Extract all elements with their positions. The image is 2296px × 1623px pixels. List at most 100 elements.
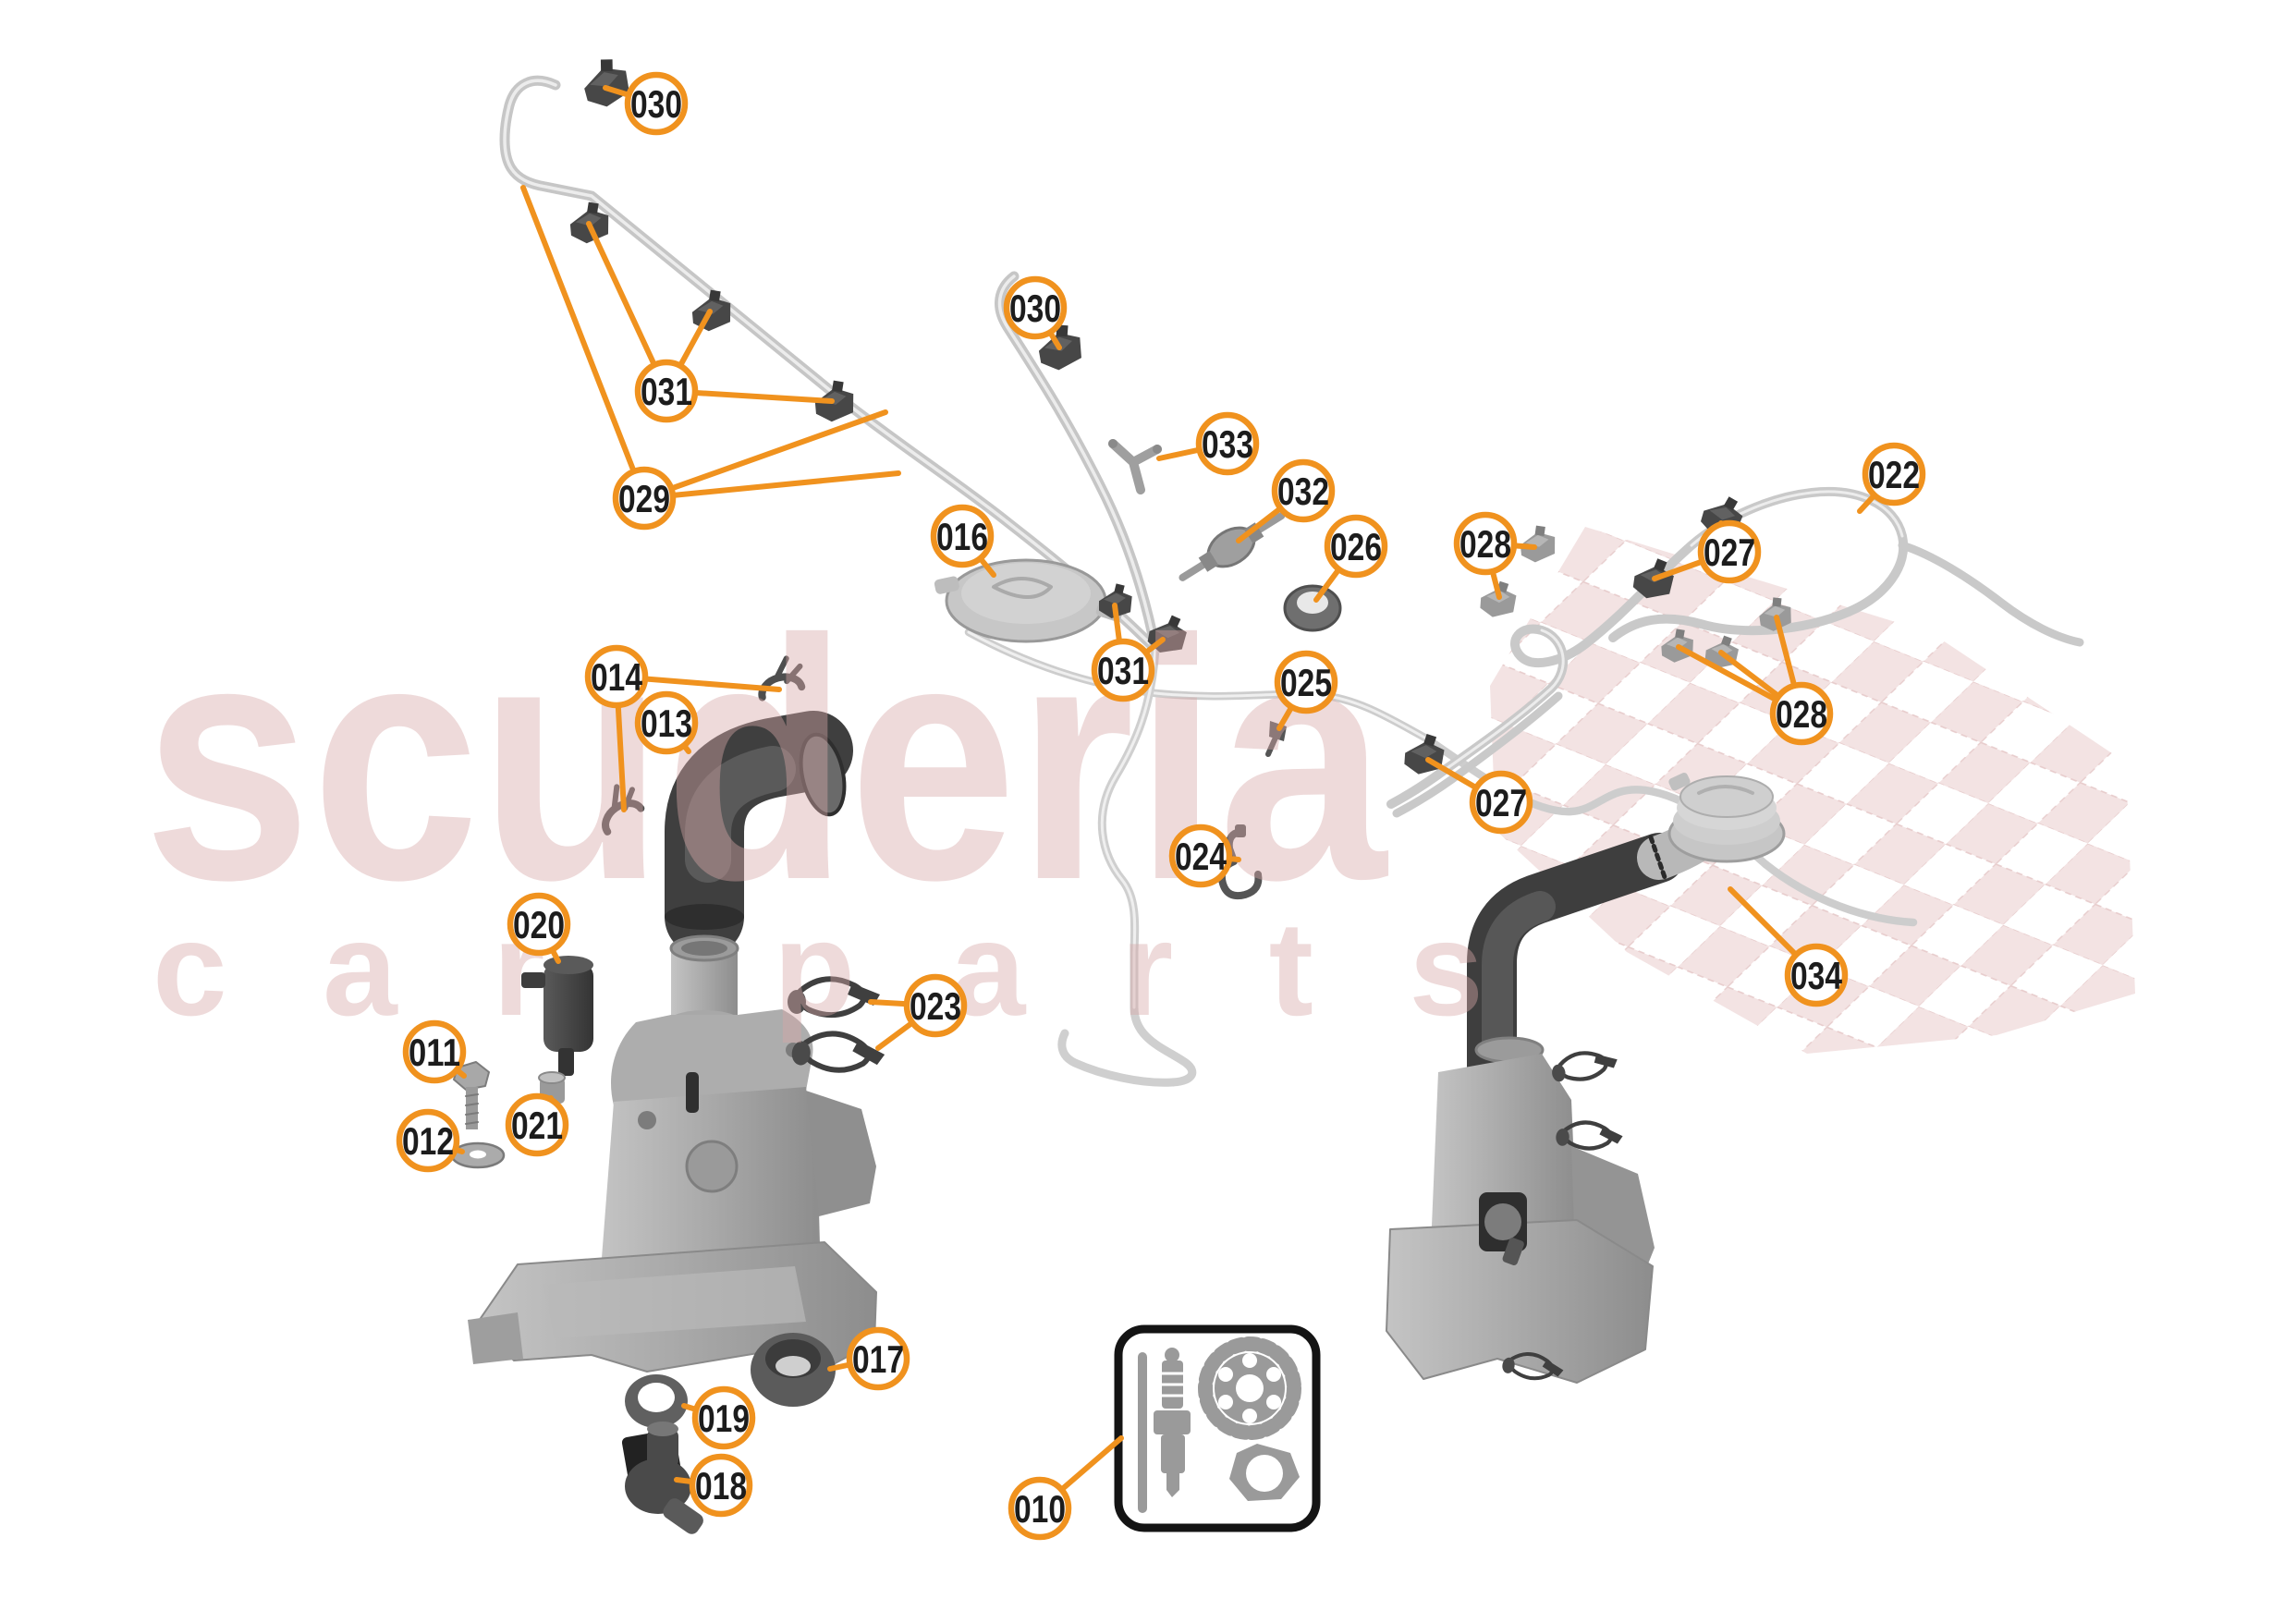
hex-nut-icon bbox=[1229, 1444, 1300, 1501]
callout-011-mounting-bolt[interactable]: 011 bbox=[402, 1019, 467, 1084]
callout-013-filler-elbow-hose[interactable]: 013 bbox=[634, 690, 699, 755]
washer-hose-branch bbox=[995, 271, 1161, 654]
pump-grommet bbox=[751, 1333, 836, 1407]
callout-circle[interactable] bbox=[634, 690, 699, 755]
callout-label: 010 bbox=[1014, 1487, 1066, 1531]
callout-label: 017 bbox=[852, 1337, 904, 1381]
left-reservoir bbox=[468, 934, 877, 1373]
callout-010-fitting-parts-kit[interactable]: 010 bbox=[1008, 1476, 1072, 1541]
callout-025-mini-clip[interactable]: 025 bbox=[1274, 650, 1338, 714]
callout-label: 022 bbox=[1868, 453, 1920, 496]
callout-label: 030 bbox=[630, 82, 682, 126]
gear-icon bbox=[1198, 1336, 1301, 1440]
callout-circle[interactable] bbox=[396, 1108, 460, 1173]
callout-label: 032 bbox=[1277, 470, 1329, 513]
washer-hose-loop bbox=[1386, 487, 2084, 818]
callout-023-cable-tie[interactable]: 023 bbox=[903, 973, 968, 1038]
callout-label: 013 bbox=[641, 702, 692, 745]
checkered-flag-watermark bbox=[1490, 527, 2135, 1054]
callout-017-pump-grommet[interactable]: 017 bbox=[846, 1326, 910, 1391]
reservoir-cap bbox=[934, 558, 1124, 643]
callout-label: 011 bbox=[409, 1031, 460, 1074]
callout-024-hook-clip[interactable]: 024 bbox=[1168, 824, 1233, 888]
watermark-line2: car parts bbox=[153, 894, 1484, 1043]
callout-circle[interactable] bbox=[1324, 514, 1388, 579]
callout-label: 026 bbox=[1330, 525, 1382, 568]
callout-circle[interactable] bbox=[1091, 638, 1155, 702]
callout-circle[interactable] bbox=[1862, 442, 1926, 506]
callout-012-washer[interactable]: 012 bbox=[396, 1108, 460, 1173]
mounting-bolt bbox=[453, 1061, 490, 1129]
callout-circle[interactable] bbox=[1469, 770, 1533, 835]
filler-elbow-hose bbox=[665, 711, 853, 957]
drain-connector bbox=[621, 1422, 703, 1534]
callout-014-hose-clamp[interactable]: 014 bbox=[584, 644, 649, 709]
callout-027-bracket-clip[interactable]: 027 bbox=[1469, 770, 1533, 835]
callout-circle[interactable] bbox=[903, 973, 968, 1038]
callout-circle[interactable] bbox=[846, 1326, 910, 1391]
callout-label: 025 bbox=[1280, 661, 1332, 704]
callout-label: 034 bbox=[1790, 954, 1843, 997]
callout-020-washer-pump[interactable]: 020 bbox=[507, 892, 571, 957]
callout-028-pipe-clip[interactable]: 028 bbox=[1453, 511, 1518, 576]
callout-030-retaining-clip[interactable]: 030 bbox=[1003, 275, 1068, 340]
callout-019-sealing-ring[interactable]: 019 bbox=[691, 1385, 756, 1450]
callout-circle[interactable] bbox=[507, 892, 571, 957]
callout-016-reservoir-cap[interactable]: 016 bbox=[930, 504, 995, 568]
callout-027-bracket-clip[interactable]: 027 bbox=[1697, 519, 1762, 584]
right-reservoir-cap bbox=[1667, 773, 1786, 863]
callout-circle[interactable] bbox=[1453, 511, 1518, 576]
callout-circle[interactable] bbox=[402, 1019, 467, 1084]
callout-028-pipe-clip[interactable]: 028 bbox=[1769, 681, 1834, 746]
callout-circle[interactable] bbox=[624, 71, 689, 136]
callout-031-hose-clip[interactable]: 031 bbox=[634, 359, 699, 423]
callout-circle[interactable] bbox=[1274, 650, 1338, 714]
hook-clip bbox=[1217, 824, 1263, 900]
callout-label: 031 bbox=[641, 370, 692, 413]
callout-circle[interactable] bbox=[1769, 681, 1834, 746]
callout-circle[interactable] bbox=[1784, 943, 1849, 1007]
callout-031-hose-clip[interactable]: 031 bbox=[1091, 638, 1155, 702]
leader-line-029 bbox=[641, 409, 888, 501]
callout-label: 016 bbox=[936, 515, 988, 558]
callout-circle[interactable] bbox=[1008, 1476, 1072, 1541]
callout-circle[interactable] bbox=[691, 1385, 756, 1450]
callout-circle[interactable] bbox=[1271, 458, 1336, 523]
callout-label: 012 bbox=[402, 1119, 454, 1163]
callout-circle[interactable] bbox=[1003, 275, 1068, 340]
callout-032-check-valve[interactable]: 032 bbox=[1271, 458, 1336, 523]
callout-circle[interactable] bbox=[584, 644, 649, 709]
spark-plug-icon bbox=[1138, 1348, 1191, 1513]
callout-label: 018 bbox=[695, 1464, 747, 1507]
fitting-parts-kit bbox=[1114, 1324, 1321, 1532]
callout-circle[interactable] bbox=[930, 504, 995, 568]
callout-circle[interactable] bbox=[634, 359, 699, 423]
callout-018-drain-connector[interactable]: 018 bbox=[689, 1453, 753, 1518]
callout-label: 020 bbox=[513, 903, 565, 946]
callout-circle[interactable] bbox=[612, 466, 677, 531]
leader-line-029 bbox=[641, 470, 901, 501]
callout-circle[interactable] bbox=[1195, 411, 1260, 476]
callout-label: 019 bbox=[698, 1397, 750, 1440]
callout-026-grommet-ring[interactable]: 026 bbox=[1324, 514, 1388, 579]
callout-029-washer-hose[interactable]: 029 bbox=[612, 466, 677, 531]
callout-circle[interactable] bbox=[505, 1092, 569, 1157]
callout-circle[interactable] bbox=[1168, 824, 1233, 888]
callout-circle[interactable] bbox=[1697, 519, 1762, 584]
callout-033-y-connector[interactable]: 033 bbox=[1195, 411, 1260, 476]
callout-label: 023 bbox=[910, 984, 961, 1028]
callout-022-washer-hose-loop[interactable]: 022 bbox=[1862, 442, 1926, 506]
washer-pump bbox=[521, 956, 593, 1076]
callout-circle[interactable] bbox=[689, 1453, 753, 1518]
sealing-ring bbox=[625, 1374, 688, 1428]
callout-034-filler-neck[interactable]: 034 bbox=[1784, 943, 1849, 1007]
callout-021-bushing[interactable]: 021 bbox=[505, 1092, 569, 1157]
callout-label: 031 bbox=[1097, 649, 1149, 692]
curl-hose bbox=[1057, 644, 1197, 1087]
watermark-line1: scuderia bbox=[143, 569, 1388, 951]
right-reservoir bbox=[1386, 773, 1786, 1385]
callout-030-retaining-clip[interactable]: 030 bbox=[624, 71, 689, 136]
